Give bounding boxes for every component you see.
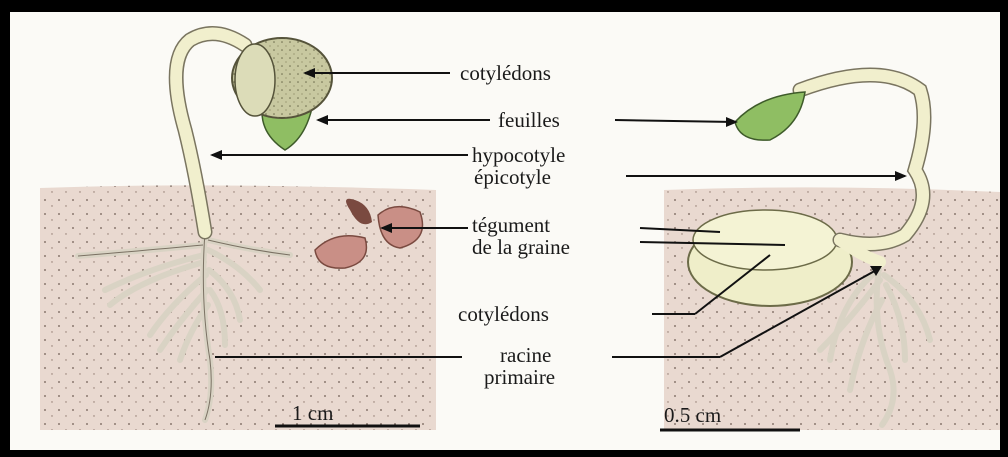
label-epicotyle: épicotyle [474,165,551,189]
label-feuilles: feuilles [498,108,560,132]
label-cotyledons-top: cotylédons [460,61,551,85]
scale-bar-right-label: 0.5 cm [664,403,721,427]
right-cotyledon-upper [693,210,837,270]
label-tegument-line2: de la graine [472,235,570,259]
label-racine-line2: primaire [484,365,555,389]
label-hypocotyle: hypocotyle [472,143,565,167]
label-racine-line1: racine [500,343,551,367]
label-cotyledons-bottom: cotylédons [458,302,549,326]
label-tegument-line1: tégument [472,213,550,237]
scale-bar-left-label: 1 cm [292,401,333,425]
